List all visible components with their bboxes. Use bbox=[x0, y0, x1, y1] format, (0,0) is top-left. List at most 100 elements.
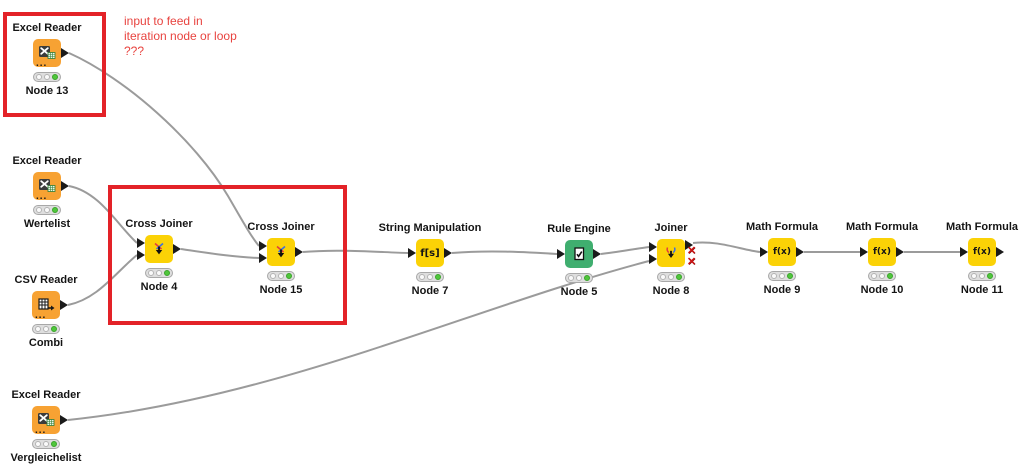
inactive-output-port-icon[interactable]: ✕ bbox=[686, 256, 697, 268]
node-rule-engine-5[interactable]: Rule Engine Node 5 bbox=[547, 223, 611, 298]
traffic-light-status bbox=[33, 205, 61, 215]
node-name: Node 10 bbox=[860, 284, 904, 296]
node-title: Excel Reader bbox=[12, 155, 82, 167]
highlight-box-cross-joiners bbox=[108, 185, 347, 325]
inactive-output-port-icon[interactable]: ✕ bbox=[686, 245, 697, 257]
node-string-manipulation-7[interactable]: String Manipulation f[s] Node 7 bbox=[379, 222, 482, 297]
connection-node8-node9[interactable] bbox=[692, 241, 761, 253]
annotation-line: input to feed in bbox=[124, 14, 203, 28]
node-title: Excel Reader bbox=[12, 22, 82, 34]
cross-joiner-icon[interactable] bbox=[259, 238, 303, 266]
node-title: Joiner bbox=[654, 222, 688, 234]
annotation-line: ??? bbox=[124, 44, 145, 58]
csv-reader-icon[interactable]: ... bbox=[32, 291, 68, 321]
dynamic-ports-ellipsis-icon: ... bbox=[35, 425, 47, 436]
connection-wertelist-node4[interactable] bbox=[68, 185, 138, 244]
node-name: Node 7 bbox=[411, 285, 449, 297]
output-port-top[interactable] bbox=[685, 240, 693, 250]
node-joiner-8[interactable]: Joiner ✕ ✕ Node 8 bbox=[649, 222, 696, 297]
input-port-bottom[interactable] bbox=[649, 254, 657, 264]
node-name: Node 9 bbox=[763, 284, 801, 296]
traffic-light-status bbox=[657, 272, 685, 282]
node-title: Cross Joiner bbox=[125, 218, 193, 230]
annotation-line: iteration node or loop bbox=[124, 29, 237, 43]
node-cross-joiner-15[interactable]: Cross Joiner Node 15 bbox=[247, 221, 314, 296]
input-port[interactable] bbox=[408, 248, 416, 258]
node-name: Node 4 bbox=[140, 281, 178, 293]
cross-joiner-icon[interactable] bbox=[137, 235, 181, 263]
input-port-top[interactable] bbox=[259, 241, 267, 251]
node-math-formula-9[interactable]: Math Formula f(x) Node 9 bbox=[746, 221, 818, 296]
output-port[interactable] bbox=[996, 247, 1004, 257]
dynamic-ports-ellipsis-icon: ... bbox=[36, 191, 48, 202]
table-arrow-icon bbox=[38, 298, 55, 311]
output-port[interactable] bbox=[896, 247, 904, 257]
output-port[interactable] bbox=[61, 48, 69, 58]
node-title: Math Formula bbox=[745, 221, 819, 233]
node-csv-reader-combi[interactable]: CSV Reader ... Combi bbox=[15, 274, 78, 349]
connection-node13-node15[interactable] bbox=[68, 52, 260, 247]
excel-file-icon bbox=[39, 46, 56, 59]
output-port[interactable] bbox=[796, 247, 804, 257]
traffic-light-status bbox=[416, 272, 444, 282]
connection-node4-node15[interactable] bbox=[180, 248, 260, 259]
input-port-top[interactable] bbox=[649, 242, 657, 252]
input-port[interactable] bbox=[760, 247, 768, 257]
node-cross-joiner-4[interactable]: Cross Joiner Node 4 bbox=[125, 218, 192, 293]
document-check-icon bbox=[574, 247, 585, 261]
rule-engine-icon[interactable] bbox=[557, 240, 601, 268]
input-port-bottom[interactable] bbox=[137, 250, 145, 260]
node-name: Node 8 bbox=[652, 285, 690, 297]
math-formula-icon[interactable]: f(x) bbox=[960, 238, 1004, 266]
connection-combi-node4[interactable] bbox=[67, 254, 138, 306]
fx-glyph: f(x) bbox=[773, 247, 791, 257]
node-title: Math Formula bbox=[845, 221, 919, 233]
output-port[interactable] bbox=[593, 249, 601, 259]
node-name: Vergleichelist bbox=[10, 452, 82, 464]
input-port-bottom[interactable] bbox=[259, 253, 267, 263]
input-port[interactable] bbox=[557, 249, 565, 259]
output-port[interactable] bbox=[61, 181, 69, 191]
node-math-formula-11[interactable]: Math Formula f(x) Node 11 bbox=[946, 221, 1018, 296]
workflow-annotation-text: input to feed in iteration node or loop … bbox=[124, 14, 237, 59]
connection-node15-node7[interactable] bbox=[302, 249, 409, 254]
fx-glyph: f(x) bbox=[973, 247, 991, 257]
output-port[interactable] bbox=[173, 244, 181, 254]
input-port[interactable] bbox=[860, 247, 868, 257]
node-title: Cross Joiner bbox=[247, 221, 315, 233]
cross-arrows-icon bbox=[276, 245, 286, 258]
excel-reader-icon[interactable]: ... bbox=[33, 39, 69, 69]
joiner-icon[interactable]: ✕ ✕ bbox=[649, 239, 696, 268]
math-formula-icon[interactable]: f(x) bbox=[860, 238, 904, 266]
traffic-light-status bbox=[768, 271, 796, 281]
node-excel-reader-wertelist[interactable]: Excel Reader ... Wertelist bbox=[12, 155, 81, 230]
traffic-light-status bbox=[32, 324, 60, 334]
node-excel-reader-vergleichelist[interactable]: Excel Reader ... Vergleichelist bbox=[11, 389, 82, 464]
node-title: Excel Reader bbox=[11, 389, 81, 401]
excel-reader-icon[interactable]: ... bbox=[32, 406, 68, 436]
input-port[interactable] bbox=[960, 247, 968, 257]
node-excel-reader-13[interactable]: Excel Reader ... Node 13 bbox=[12, 22, 81, 97]
dynamic-ports-ellipsis-icon: ... bbox=[36, 58, 48, 69]
dynamic-ports-ellipsis-icon: ... bbox=[35, 310, 47, 321]
traffic-light-status bbox=[868, 271, 896, 281]
excel-file-icon bbox=[38, 413, 55, 426]
connection-node7-node5[interactable] bbox=[451, 250, 558, 255]
output-port[interactable] bbox=[295, 247, 303, 257]
string-manipulation-icon[interactable]: f[s] bbox=[408, 239, 452, 267]
output-port[interactable] bbox=[60, 300, 68, 310]
node-title: CSV Reader bbox=[14, 274, 78, 286]
traffic-light-status bbox=[968, 271, 996, 281]
input-port-top[interactable] bbox=[137, 238, 145, 248]
math-formula-icon[interactable]: f(x) bbox=[760, 238, 804, 266]
node-math-formula-10[interactable]: Math Formula f(x) Node 10 bbox=[846, 221, 918, 296]
fs-glyph: f[s] bbox=[420, 247, 440, 259]
node-name: Combi bbox=[28, 337, 64, 349]
node-title: Math Formula bbox=[945, 221, 1019, 233]
merge-arrows-icon bbox=[666, 247, 676, 258]
output-port[interactable] bbox=[444, 248, 452, 258]
output-port[interactable] bbox=[60, 415, 68, 425]
excel-reader-icon[interactable]: ... bbox=[33, 172, 69, 202]
connection-node5-node8[interactable] bbox=[600, 246, 650, 255]
